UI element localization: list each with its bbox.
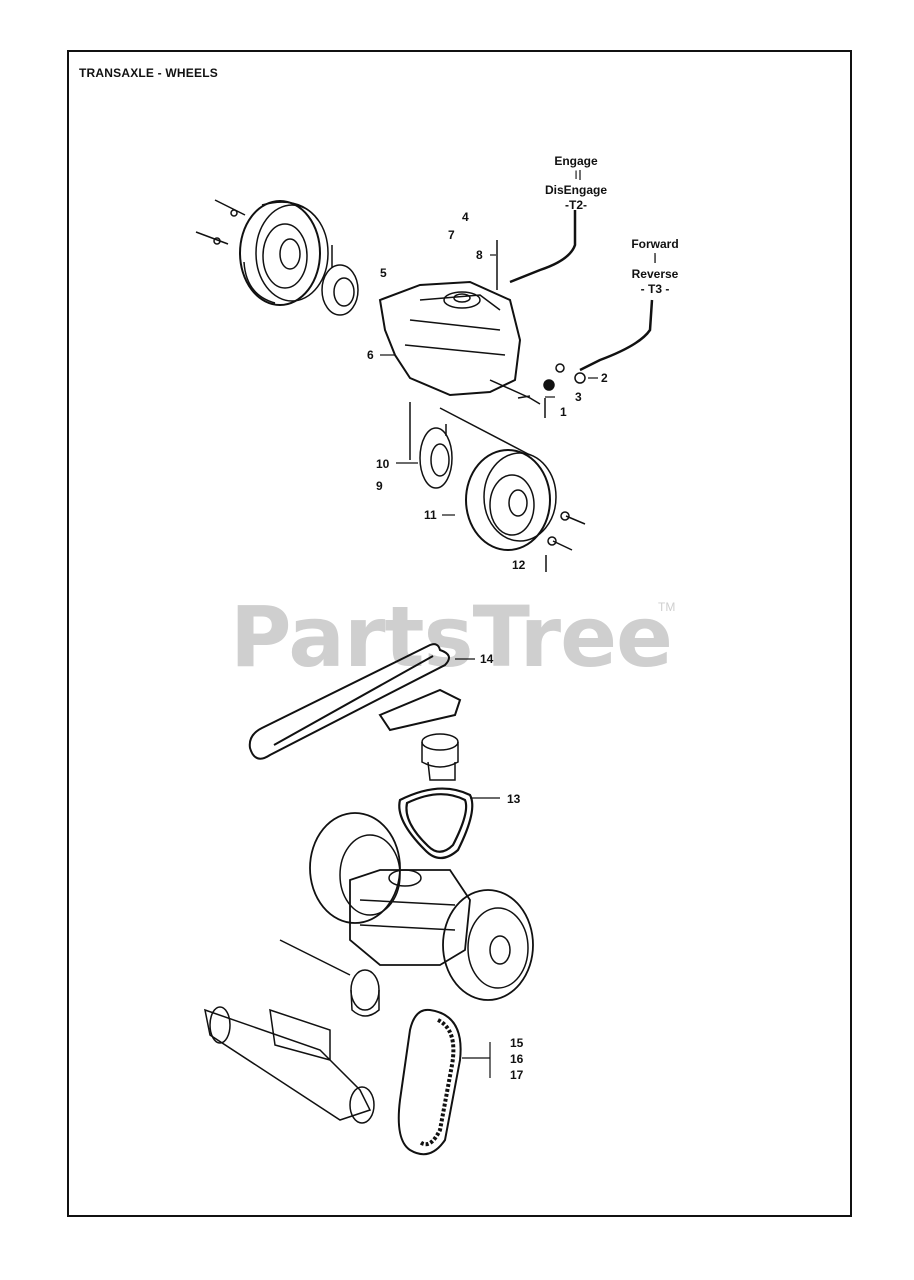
callout-8: 8	[476, 248, 483, 262]
callout-11: 11	[424, 508, 437, 522]
belt-14	[248, 643, 462, 760]
forward-cable	[579, 299, 654, 372]
forward-text: Forward	[631, 237, 679, 251]
right-hub	[409, 402, 453, 489]
forward-code: - T3 -	[640, 282, 670, 296]
diagram-frame	[67, 50, 852, 1217]
engage-text: Engage	[554, 154, 598, 168]
belt-13	[398, 787, 474, 860]
watermark-tm: TM	[658, 600, 676, 614]
callout-6: 6	[367, 348, 374, 362]
wheel-bolts-left	[195, 199, 246, 245]
reverse-text: Reverse	[631, 267, 679, 281]
leader-lines	[380, 170, 656, 1078]
callout-14: 14	[480, 652, 494, 666]
callout-1: 1	[560, 405, 567, 419]
transaxle-body	[378, 240, 541, 405]
engage-cable	[509, 210, 577, 284]
callout-16: 16	[510, 1052, 524, 1066]
hub-plate	[321, 245, 359, 316]
disengage-text: DisEngage	[544, 183, 608, 197]
right-wheel	[439, 407, 586, 572]
toothed-belt	[397, 1008, 462, 1156]
callout-2: 2	[601, 371, 608, 385]
forward-separator: I	[653, 252, 657, 266]
engage-code: -T2-	[565, 198, 587, 212]
callout-17: 17	[510, 1068, 524, 1082]
callout-15: 15	[510, 1036, 524, 1050]
callout-7: 7	[448, 228, 455, 242]
callout-9: 9	[376, 479, 383, 493]
pulley	[421, 733, 459, 781]
engage-separator: I	[574, 168, 578, 182]
assembly-view	[279, 812, 534, 1001]
callout-5: 5	[380, 266, 387, 280]
callout-12: 12	[512, 558, 526, 572]
callout-4: 4	[462, 210, 469, 224]
callout-3: 3	[575, 390, 582, 404]
watermark-text: PartsTree	[230, 588, 673, 686]
callout-10: 10	[376, 457, 390, 471]
callout-13: 13	[507, 792, 521, 806]
diagram-title: TRANSAXLE - WHEELS	[79, 66, 218, 80]
left-wheel	[239, 200, 329, 306]
spindle-shaft	[204, 969, 380, 1124]
